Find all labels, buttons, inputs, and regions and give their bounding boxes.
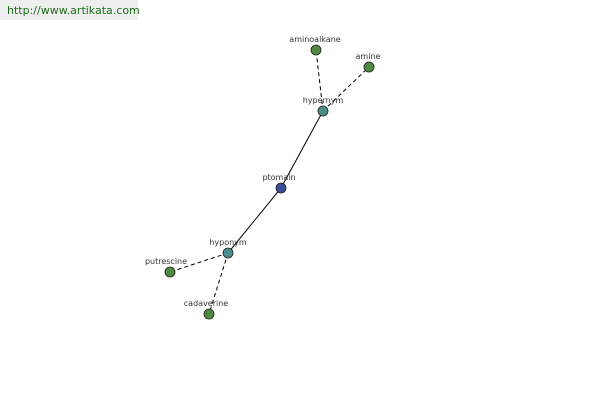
node-label-aminoalkane[interactable]: aminoalkane xyxy=(289,35,340,44)
edge-hyponym-cadaverine xyxy=(208,252,229,315)
node-circle-putrescine[interactable] xyxy=(164,266,176,278)
edge-hypernym-aminoalkane xyxy=(315,49,324,112)
edge-hyponym-putrescine xyxy=(169,252,229,273)
edges-layer xyxy=(169,49,370,315)
node-circle-hypernym[interactable] xyxy=(317,105,329,117)
node-label-hypernym[interactable]: hypernym xyxy=(303,96,344,105)
node-circle-amine[interactable] xyxy=(363,61,375,73)
node-putrescine[interactable]: putrescine xyxy=(145,257,187,278)
node-circle-aminoalkane[interactable] xyxy=(310,44,322,56)
edge-ptomain-hypernym xyxy=(280,110,324,189)
node-hypernym[interactable]: hypernym xyxy=(303,96,344,117)
node-label-hyponym[interactable]: hyponym xyxy=(209,238,247,247)
nodes-layer: ptomain hypernym hyponym aminoalkane amine pu… xyxy=(145,35,381,320)
node-circle-cadaverine[interactable] xyxy=(203,308,215,320)
node-circle-ptomain[interactable] xyxy=(275,182,287,194)
node-ptomain[interactable]: ptomain xyxy=(262,173,296,194)
node-circle-hyponym[interactable] xyxy=(222,247,234,259)
node-label-ptomain[interactable]: ptomain xyxy=(262,173,295,182)
node-amine[interactable]: amine xyxy=(356,52,381,73)
edge-ptomain-hyponym xyxy=(227,187,282,254)
url-banner: http://www.artikata.com xyxy=(0,0,140,20)
node-label-cadaverine[interactable]: cadaverine xyxy=(184,299,229,308)
node-cadaverine[interactable]: cadaverine xyxy=(184,299,229,320)
node-aminoalkane[interactable]: aminoalkane xyxy=(289,35,341,56)
node-hyponym[interactable]: hyponym xyxy=(209,238,247,259)
edge-hypernym-amine xyxy=(322,66,370,112)
url-link[interactable]: http://www.artikata.com xyxy=(7,4,140,17)
node-label-amine[interactable]: amine xyxy=(356,52,381,61)
node-label-putrescine[interactable]: putrescine xyxy=(145,257,187,266)
